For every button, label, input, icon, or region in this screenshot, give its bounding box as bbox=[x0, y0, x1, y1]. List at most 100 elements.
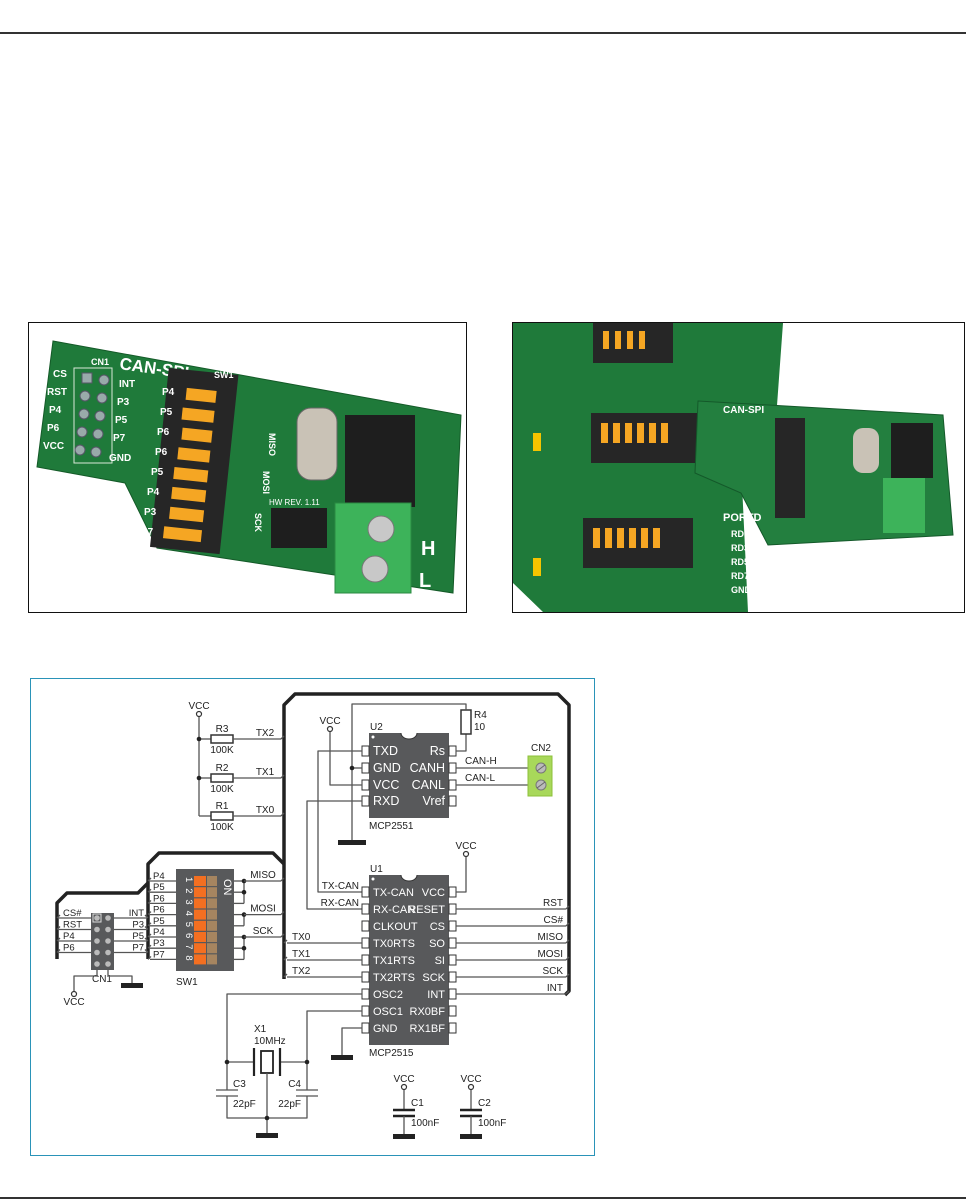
net-label: RX-CAN bbox=[321, 898, 359, 909]
connector-net-label: INT bbox=[129, 908, 145, 919]
chip-pin bbox=[448, 745, 457, 757]
bus-entry bbox=[565, 905, 570, 910]
switch-lever-off bbox=[207, 943, 217, 954]
resistor-r3 bbox=[210, 734, 234, 744]
resistor-r2 bbox=[210, 773, 234, 783]
photo-pin-cs: CS bbox=[53, 369, 67, 380]
junction-dot bbox=[224, 1059, 230, 1065]
header-pin bbox=[94, 949, 100, 956]
pin-name: Vref bbox=[423, 794, 446, 808]
chip-pin bbox=[361, 745, 370, 757]
switch-group-net: SCK bbox=[253, 926, 274, 937]
switch-lever-on bbox=[194, 932, 206, 942]
chip-pin bbox=[361, 937, 370, 949]
vcc-terminal bbox=[400, 1083, 408, 1091]
pin-name: TXD bbox=[373, 744, 398, 758]
ground-symbol bbox=[393, 1134, 415, 1139]
pin-name: CLKOUT bbox=[373, 921, 418, 933]
switch-lever-off bbox=[207, 876, 217, 886]
pin-name: GND bbox=[373, 761, 401, 775]
pin-name: GND bbox=[373, 1023, 398, 1035]
pin-name: OSC2 bbox=[373, 989, 403, 1001]
switch-net-label: P6 bbox=[153, 893, 165, 904]
switch-lever-on bbox=[194, 887, 206, 898]
chip-pin bbox=[361, 988, 370, 1000]
chip-notch bbox=[400, 732, 418, 740]
bus-entry bbox=[147, 911, 152, 916]
pin-name: RESET bbox=[408, 904, 445, 916]
net-label: INT bbox=[547, 983, 563, 994]
photo2-chip bbox=[891, 423, 933, 478]
main-pcb bbox=[513, 323, 783, 612]
net-label: TX1 bbox=[292, 949, 311, 960]
chip-pin bbox=[361, 779, 370, 791]
junction-dot bbox=[264, 1115, 270, 1121]
switch-net-label: P5 bbox=[153, 882, 165, 893]
pin-name: INT bbox=[427, 989, 445, 1001]
photo-switch-net: P3 bbox=[144, 507, 157, 518]
switch-position-number: 8 bbox=[183, 955, 194, 960]
photo-switch-net: P4 bbox=[147, 487, 160, 498]
photo-switch-net: P5 bbox=[151, 467, 164, 478]
net-label: CS# bbox=[544, 915, 564, 926]
header-pin bbox=[94, 938, 100, 944]
cap-value: 22pF bbox=[278, 1099, 301, 1110]
vcc-label: VCC bbox=[455, 841, 476, 852]
net-label: SCK bbox=[542, 966, 563, 977]
switch-position-number: 4 bbox=[183, 911, 194, 916]
photo-group-miso: MISO bbox=[267, 433, 277, 456]
ground-symbol bbox=[460, 1134, 482, 1139]
switch-position-number: 6 bbox=[183, 933, 194, 938]
photo-pin-p7: P7 bbox=[113, 433, 126, 444]
net-label: TX2 bbox=[292, 966, 311, 977]
pin-name: SO bbox=[429, 938, 445, 950]
chip-pin bbox=[361, 903, 370, 915]
photo-switch-net: P6 bbox=[155, 447, 168, 458]
crystal-x1 bbox=[260, 1050, 274, 1074]
header-pin bbox=[105, 961, 111, 967]
photo2-port-pin: GND bbox=[731, 585, 752, 595]
chip-pin bbox=[361, 1022, 370, 1034]
net-label: TX0 bbox=[292, 932, 311, 943]
bus-entry bbox=[280, 812, 285, 817]
net-label: TX0 bbox=[256, 805, 275, 816]
u1-part: MCP2515 bbox=[369, 1048, 414, 1059]
connector-bus bbox=[55, 881, 150, 959]
header-pin bbox=[94, 961, 100, 967]
photo-pin-p6: P6 bbox=[47, 423, 60, 434]
switch-lever-off bbox=[207, 932, 217, 942]
photo-switch-nets: P4 P5 P6 P6 P5 P4 P3 P7 bbox=[141, 387, 175, 538]
bus-entry bbox=[56, 926, 61, 930]
pin-name: TX-CAN bbox=[373, 887, 414, 899]
switch-lever-off bbox=[207, 920, 217, 931]
net-label: MOSI bbox=[537, 949, 563, 960]
photo-mark-l: L bbox=[419, 570, 431, 592]
switch-position-number: 2 bbox=[183, 888, 194, 893]
wire bbox=[456, 857, 467, 893]
bus-entry bbox=[147, 944, 152, 949]
r4-ref: R4 bbox=[474, 710, 487, 721]
photo2-port-label: PORTD bbox=[723, 512, 762, 524]
bus-entry bbox=[565, 939, 570, 944]
photo-switch-net: P4 bbox=[162, 387, 175, 398]
net-label: CAN-L bbox=[465, 773, 495, 784]
ground-symbol bbox=[338, 840, 366, 845]
vcc-terminal bbox=[326, 725, 334, 733]
chip-pin bbox=[448, 937, 457, 949]
switch-net-label: P6 bbox=[153, 905, 165, 916]
cap-ref: C2 bbox=[478, 1098, 491, 1109]
bus-entry bbox=[147, 899, 152, 904]
junction-dot bbox=[196, 775, 202, 781]
vcc-terminal bbox=[462, 850, 470, 858]
net-label: RST bbox=[543, 898, 563, 909]
chip-pin bbox=[361, 971, 370, 983]
vcc-terminal bbox=[195, 710, 203, 718]
r4-value: 10 bbox=[474, 722, 486, 733]
screw-slot bbox=[536, 781, 546, 789]
photo-dip-switch bbox=[149, 367, 239, 555]
switch-net-label: P4 bbox=[153, 927, 165, 938]
photo-mark-h: H bbox=[421, 538, 435, 560]
bus-entry bbox=[147, 955, 152, 960]
osc2-wire bbox=[226, 993, 362, 1090]
